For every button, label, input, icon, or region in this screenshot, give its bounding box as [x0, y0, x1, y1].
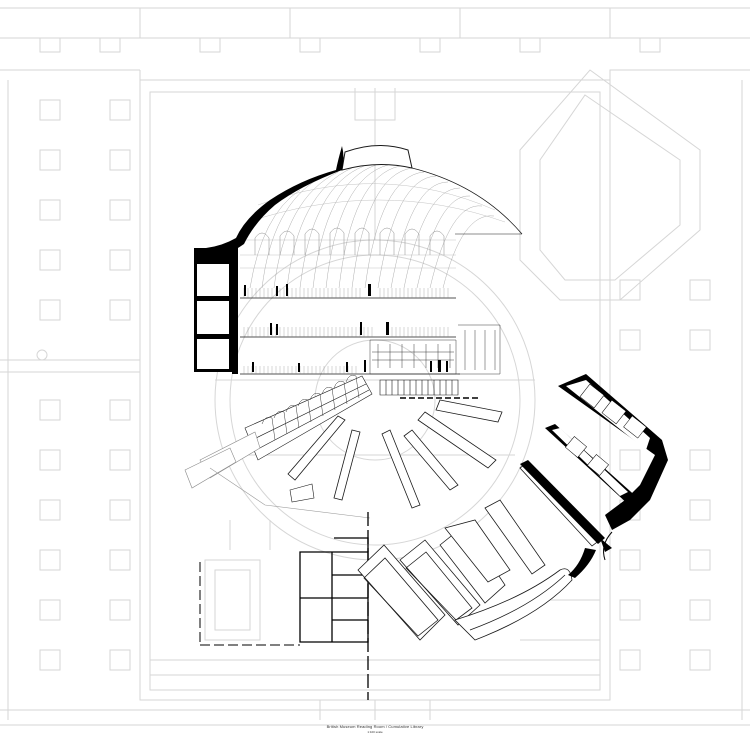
dome-shell-poche [196, 146, 344, 262]
lower-angled-stacks [357, 461, 601, 641]
figure-silhouettes [244, 284, 448, 372]
section-wing-left [184, 375, 373, 519]
dome-section [194, 144, 523, 399]
gallery-floors [240, 297, 460, 375]
drawing-caption-subtitle: 1:100 scale [367, 730, 383, 734]
lower-plan-rooms [199, 512, 369, 700]
ghost-floor-plan [0, 7, 750, 726]
dome-lantern [341, 144, 413, 171]
section-wing-right [520, 374, 668, 578]
drawing-caption-title: British Museum Reading Room / Cumulative… [326, 724, 424, 729]
dome-ribs [249, 164, 495, 289]
